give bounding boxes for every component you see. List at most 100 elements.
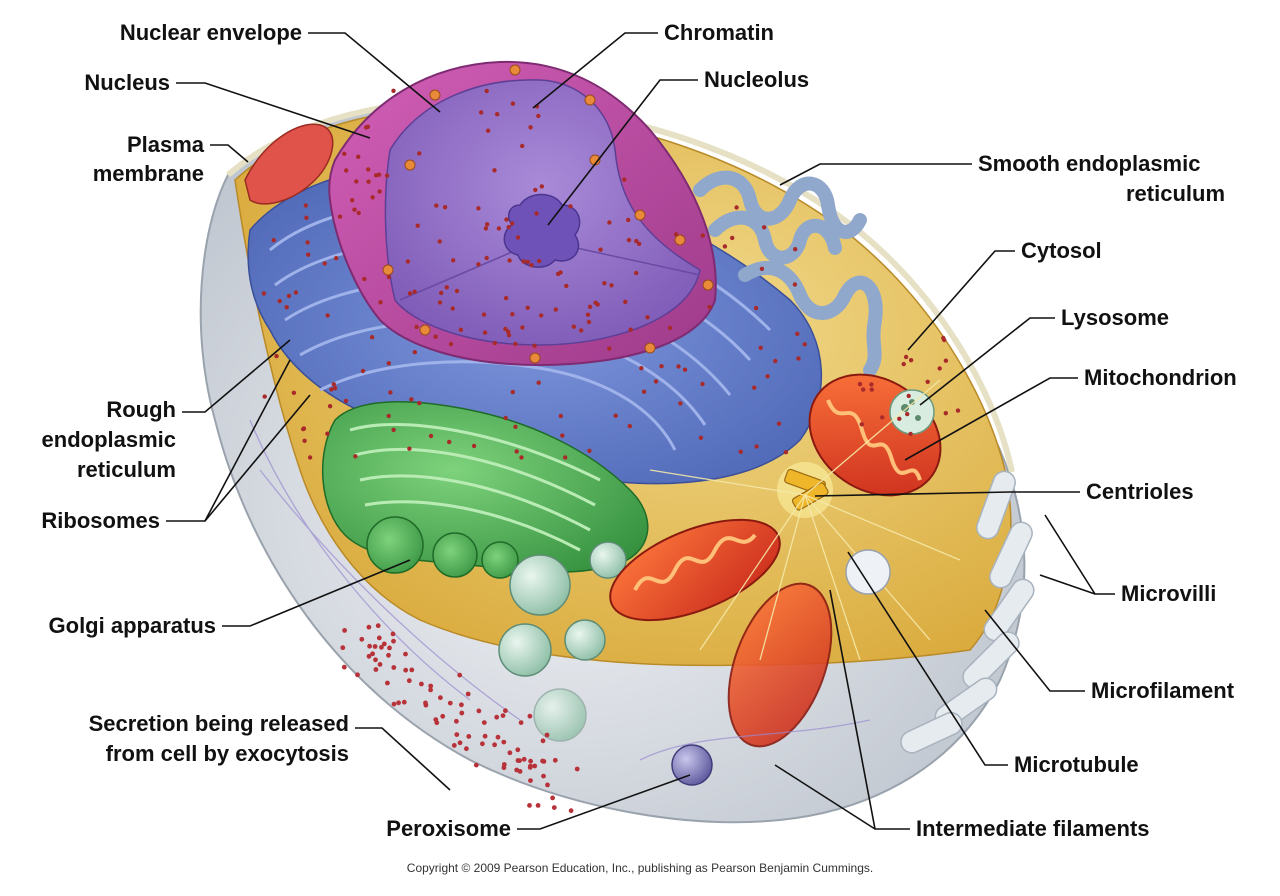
leader-intermediate-filaments-2: [774, 764, 876, 830]
ribosome-dot: [386, 413, 391, 419]
ribosome-dot: [329, 387, 334, 392]
ribosome-dot: [407, 291, 413, 296]
ribosome-dot: [925, 379, 930, 384]
ribosome-dot: [534, 211, 539, 216]
ribosome-dot: [513, 341, 518, 347]
intermediate-filaments: [249, 419, 871, 761]
ribosome-dot: [388, 390, 393, 395]
ribosome-dot: [529, 263, 534, 268]
ribosome-dot: [613, 413, 618, 418]
ribosome-dot: [414, 324, 419, 330]
ribosome-dot: [405, 259, 411, 264]
ribosome-dot: [291, 390, 297, 395]
ribosome-dot: [586, 319, 592, 325]
ribosome-dot: [568, 204, 573, 209]
secretion-particle: [379, 644, 384, 650]
ribosome-dot: [943, 411, 948, 416]
ribosome-dot: [510, 101, 516, 106]
ribosome-dot: [623, 299, 628, 304]
ribosome-dot: [722, 244, 728, 249]
ribosome-dot: [354, 179, 359, 184]
secretion-particle: [401, 699, 407, 705]
ribosome-dot: [284, 305, 289, 310]
secretion-particle: [465, 691, 471, 697]
secretion-particle: [541, 773, 546, 779]
ribosome-dot: [305, 240, 310, 245]
ribosome-dot: [700, 381, 705, 387]
secretion-particle: [391, 665, 397, 670]
ribosome-dot: [274, 353, 279, 359]
ribosome-dot: [861, 387, 866, 392]
ribosome-dot: [560, 433, 565, 438]
ribosome-dot: [730, 235, 735, 241]
ribosome-dot: [412, 289, 417, 294]
label-nucleus: Nucleus: [84, 70, 170, 95]
label-golgi: Golgi apparatus: [49, 613, 216, 638]
ribosome-dot: [553, 307, 558, 312]
plasma-membrane-rim: [226, 97, 1015, 473]
ribosome-dot: [506, 333, 512, 338]
secretion-particle: [370, 651, 375, 657]
ribosome-dot: [344, 168, 349, 173]
ribosome-dot: [525, 305, 530, 310]
secretion-particle: [550, 795, 555, 801]
ribosome-dot: [897, 416, 902, 421]
ribosome-dot: [513, 424, 518, 429]
ribosome-dot: [337, 214, 343, 219]
ribosome-dot: [659, 364, 664, 369]
ribosome-dot: [536, 113, 541, 119]
ribosome-dot: [564, 283, 569, 289]
ribosome-dot: [507, 258, 512, 263]
ribosome-dot: [776, 421, 782, 426]
label-microtubule: Microtubule: [1014, 752, 1139, 777]
ribosome-dot: [738, 449, 743, 454]
ribosome-dot: [471, 443, 477, 449]
ribosome-dot: [391, 427, 396, 433]
secretion-particle: [451, 743, 457, 748]
ribosome-dot: [857, 381, 863, 387]
label-microfilament: Microfilament: [1091, 678, 1235, 703]
label-chromatin: Chromatin: [664, 20, 774, 45]
ribosome-dot: [434, 203, 439, 208]
ribosome-dot: [301, 426, 306, 432]
ribosome-dot: [378, 300, 383, 305]
ribosome-dot: [558, 413, 563, 419]
secretion-particle: [355, 672, 360, 678]
leader-rough-er: [182, 339, 291, 413]
secretion-particle: [409, 667, 415, 673]
ribosome-dot: [598, 247, 603, 252]
ribosome-dot: [447, 439, 452, 445]
secretion-particle: [532, 763, 538, 769]
ribosome-dot: [622, 177, 627, 182]
secretion-particle: [387, 645, 392, 651]
label-rough-er-2: endoplasmic: [42, 427, 176, 452]
secretion-particle: [481, 720, 487, 725]
ribosome-dot: [307, 455, 313, 460]
mitochondrion-lower: [727, 582, 833, 748]
ribosome-dot: [678, 401, 683, 406]
ribosome-dot: [360, 368, 366, 374]
ribosome-dot: [903, 354, 909, 360]
secretory-vesicle: [509, 554, 571, 616]
secretion-particle: [501, 765, 507, 771]
ribosome-dot: [366, 167, 371, 172]
secretion-particle: [495, 734, 501, 740]
label-peroxisome: Peroxisome: [386, 816, 511, 841]
ribosome-dot: [525, 259, 530, 264]
ribosome-dot: [332, 386, 338, 391]
leader-plasma-membrane: [210, 144, 249, 163]
ribosome-dot: [587, 304, 593, 309]
secretion-particle: [482, 733, 488, 739]
label-lysosome: Lysosome: [1061, 305, 1169, 330]
secretion-particle: [544, 732, 550, 738]
ribosome-dot: [905, 411, 910, 417]
secretion-particle: [367, 643, 372, 649]
leader-peroxisome: [517, 774, 691, 830]
ribosome-dot: [510, 389, 515, 395]
secretion-particle: [568, 808, 574, 814]
ribosome-dot: [682, 367, 688, 372]
ribosome-dot: [532, 343, 537, 348]
ribosome-dot: [639, 366, 644, 371]
secretion-particle: [574, 766, 580, 772]
